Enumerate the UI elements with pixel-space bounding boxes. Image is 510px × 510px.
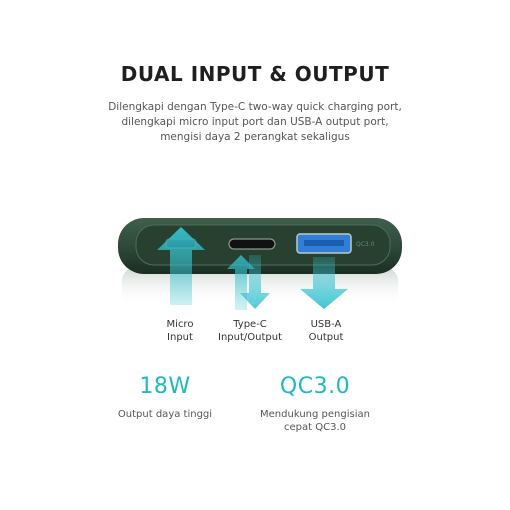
type-c-input-output-arrows (227, 255, 270, 310)
usb-a-output-arrow (300, 257, 348, 309)
micro-input-arrow (157, 227, 205, 305)
stat-caption-qc: Mendukung pengisian cepat QC3.0 (260, 409, 370, 433)
stat-caption-power: Output daya tinggi (117, 409, 213, 420)
port-marking: QC3.0 (356, 241, 375, 248)
type-c-port (228, 238, 276, 250)
port-label-micro: Micro Input (166, 319, 194, 343)
description-line-2: dilengkapi micro input port dan USB-A ou… (121, 116, 389, 128)
headline: DUAL INPUT & OUTPUT (120, 62, 390, 86)
port-label-usb-a: USB-A Output (308, 319, 344, 343)
power-bank-illustration: QC3.0 (118, 218, 402, 310)
description-line-1: Dilengkapi dengan Type-C two-way quick c… (108, 101, 402, 113)
description-line-3: mengisi daya 2 perangkat sekaligus (160, 131, 350, 143)
stat-value-qc: QC3.0 (279, 374, 351, 399)
description: Dilengkapi dengan Type-C two-way quick c… (95, 100, 415, 145)
port-label-type-c: Type-C Input/Output (218, 319, 282, 343)
stat-value-power: 18W (139, 374, 191, 399)
